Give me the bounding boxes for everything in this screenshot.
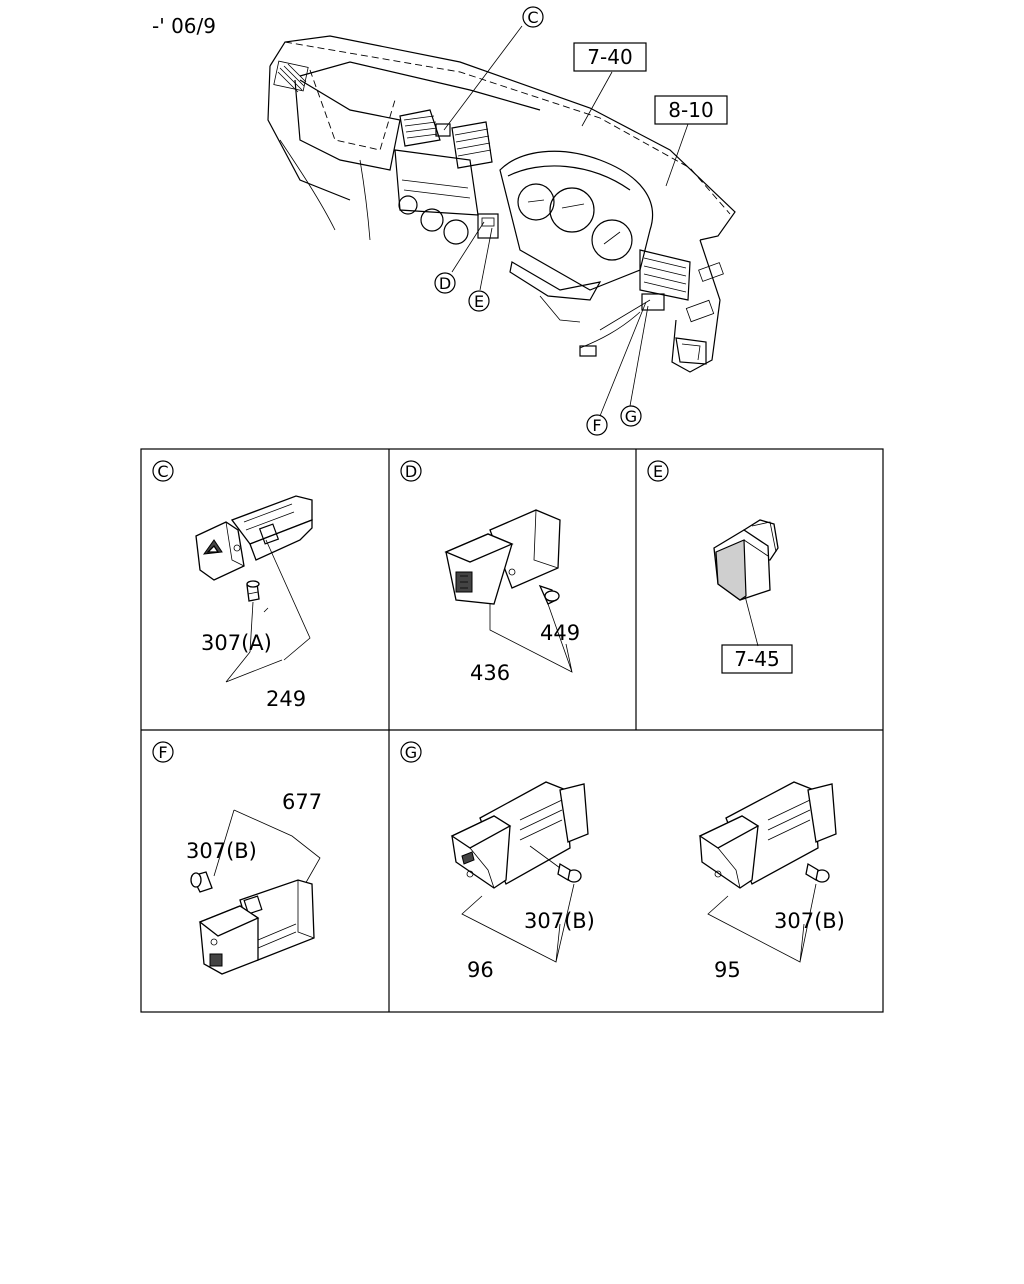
callout-g: G [620, 405, 642, 427]
label-436: 436 [470, 661, 510, 685]
svg-text:8-10: 8-10 [668, 98, 713, 122]
date-code: -' 06/9 [152, 14, 216, 38]
ref-box-7-40[interactable]: 7-40 [573, 42, 647, 72]
hazard-switch-icon [195, 495, 313, 581]
panel-d-letter: D [405, 462, 417, 481]
label-307a: 307(A) [201, 631, 272, 655]
label-249: 249 [266, 687, 306, 711]
label-677: 677 [282, 790, 322, 814]
label-307b-g1: 307(B) [524, 909, 595, 933]
panel-g-letter: G [405, 743, 417, 762]
mirror-switch-icon [198, 879, 315, 975]
panel-d: D 449 436 [400, 460, 580, 685]
callout-c: C [522, 6, 544, 28]
svg-text:7-40: 7-40 [587, 45, 632, 69]
svg-text:7-45: 7-45 [734, 647, 779, 671]
blank-cover-icon [713, 519, 779, 601]
bulb-icon [246, 580, 260, 602]
panel-f: F 677 307(B) [152, 741, 322, 975]
callout-d: D [434, 272, 456, 294]
svg-text:G: G [625, 407, 637, 426]
bulb-icon [538, 584, 560, 605]
bulb-icon [557, 862, 582, 883]
panel-c: C 307(A) 249 [152, 460, 313, 711]
callout-f: F [586, 414, 608, 436]
svg-text:C: C [527, 8, 538, 27]
panel-c-letter: C [157, 462, 168, 481]
detail-grid [140, 448, 884, 1013]
label-449: 449 [540, 621, 580, 645]
svg-text:D: D [439, 274, 451, 293]
bulb-icon [805, 862, 830, 883]
label-95: 95 [714, 958, 741, 982]
label-307b-g2: 307(B) [774, 909, 845, 933]
label-96: 96 [467, 958, 494, 982]
svg-text:E: E [474, 292, 484, 311]
fog-switch-icon [444, 509, 561, 605]
panel-e-letter: E [653, 462, 663, 481]
ref-box-8-10[interactable]: 8-10 [654, 95, 728, 125]
dashboard-overview [267, 25, 736, 417]
panel-e: E 7-45 [647, 460, 793, 674]
panel-g: G 307(B) 96 [400, 741, 845, 982]
svg-text:F: F [592, 416, 601, 435]
bulb-icon [190, 871, 213, 893]
switch-95-icon [698, 781, 837, 889]
panel-f-letter: F [158, 743, 167, 762]
callout-e: E [468, 290, 490, 312]
ref-box-7-45[interactable]: 7-45 [721, 644, 793, 674]
